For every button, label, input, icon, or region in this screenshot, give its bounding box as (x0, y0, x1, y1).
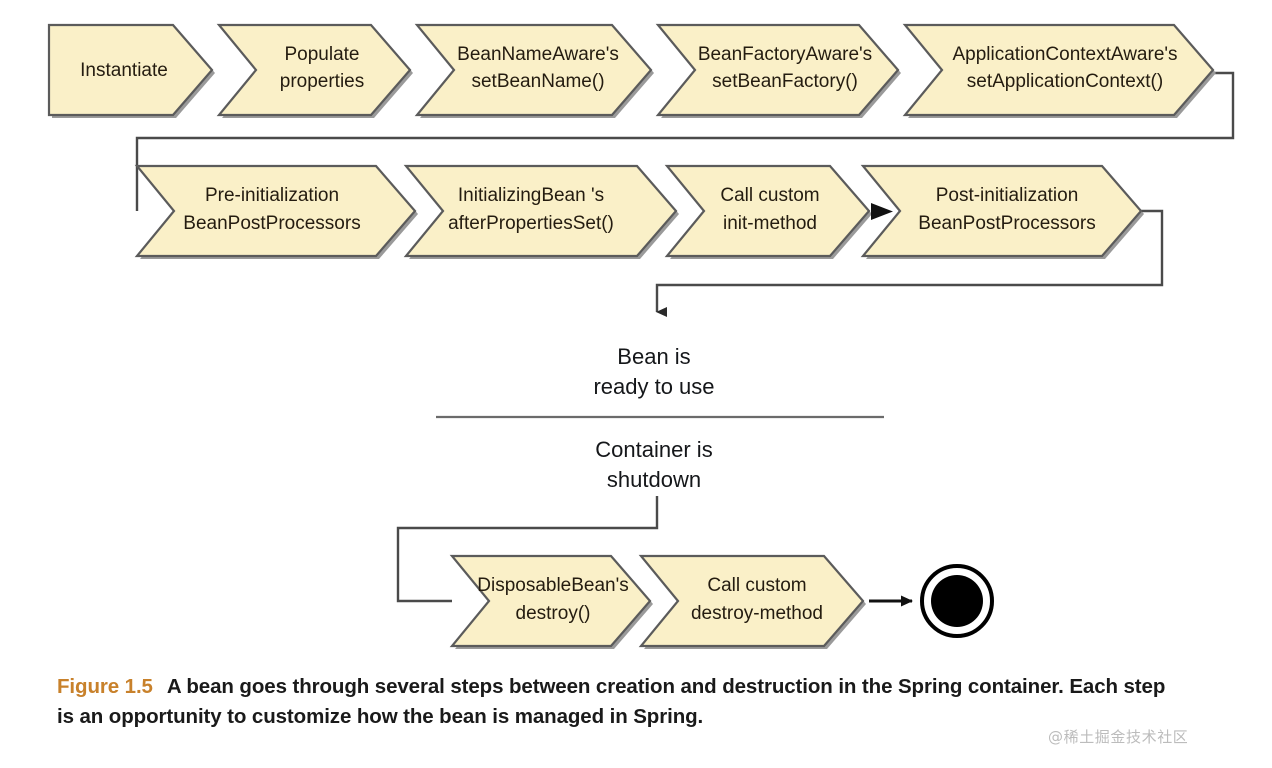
chevron-label-line1: DisposableBean's (477, 575, 629, 596)
arrow-init-to-postinit (871, 203, 893, 220)
chevron-applicationcontextaware-setapplicationcontext[interactable]: ApplicationContextAware's setApplication… (902, 23, 1216, 118)
chevron-label-line2: BeanPostProcessors (183, 213, 360, 234)
chevron-label-line1: Post-initialization (936, 185, 1079, 206)
chevron-instantiate[interactable]: Instantiate (47, 23, 215, 118)
chevron-label-line1: Call custom (720, 185, 819, 206)
state-container-shutdown: Container is shutdown (595, 437, 712, 492)
chevron-label-line2: destroy-method (691, 603, 823, 624)
figure-caption-label: Figure 1.5 (57, 675, 153, 698)
chevron-label-line2: destroy() (516, 603, 591, 624)
chevron-label: Instantiate (80, 60, 168, 81)
chevron-populate-properties[interactable]: Populate properties (216, 23, 413, 118)
chevron-label-line1: InitializingBean 's (458, 185, 604, 206)
chevron-call-custom-init-method[interactable]: Call custom init-method (664, 164, 872, 259)
chevron-disposablebean-destroy[interactable]: DisposableBean's destroy() (449, 554, 653, 649)
chevron-label-line2: BeanPostProcessors (918, 213, 1095, 234)
chevron-post-initialization-beanpostprocessors[interactable]: Post-initialization BeanPostProcessors (860, 164, 1144, 259)
chevron-label-line2: properties (280, 71, 365, 92)
chevron-pre-initialization-beanpostprocessors[interactable]: Pre-initialization BeanPostProcessors (134, 164, 418, 259)
chevron-label-line2: setApplicationContext() (967, 71, 1163, 92)
watermark: @稀土掘金技术社区 (1048, 728, 1189, 746)
chevron-label-line1: BeanNameAware's (457, 44, 619, 65)
state-label-line1: Bean is (617, 344, 690, 369)
chevron-beannameaware-setbeanname[interactable]: BeanNameAware's setBeanName() (414, 23, 654, 118)
chevron-initializingbean-afterpropertiesset[interactable]: InitializingBean 's afterPropertiesSet() (403, 164, 679, 259)
chevron-label-line1: Pre-initialization (205, 185, 339, 206)
figure-caption-text: A bean goes through several steps betwee… (57, 675, 1166, 728)
chevron-label-line1: ApplicationContextAware's (952, 44, 1177, 65)
connector-row2-to-bean-ready (655, 209, 1164, 317)
final-state-icon (920, 564, 994, 638)
connector-shutdown-to-destroy (396, 496, 659, 603)
state-label-line2: shutdown (607, 467, 701, 492)
state-bean-ready: Bean is ready to use (593, 344, 714, 399)
chevron-label-line2: setBeanName() (471, 71, 604, 92)
state-label-line1: Container is (595, 437, 712, 462)
chevron-label-line1: Populate (284, 44, 359, 65)
chevron-call-custom-destroy-method[interactable]: Call custom destroy-method (638, 554, 866, 649)
connector-row1-to-row2 (135, 71, 1235, 211)
state-label-line2: ready to use (593, 374, 714, 399)
chevron-label-line2: setBeanFactory() (712, 71, 858, 92)
chevron-label-line1: Call custom (707, 575, 806, 596)
chevron-label-line2: afterPropertiesSet() (448, 213, 614, 234)
chevron-label-line1: BeanFactoryAware's (698, 44, 872, 65)
chevron-beanfactoryaware-setbeanfactory[interactable]: BeanFactoryAware's setBeanFactory() (655, 23, 901, 118)
bean-lifecycle-diagram: Instantiate Populate properties BeanName… (47, 23, 1235, 649)
chevron-label-line2: init-method (723, 213, 817, 234)
